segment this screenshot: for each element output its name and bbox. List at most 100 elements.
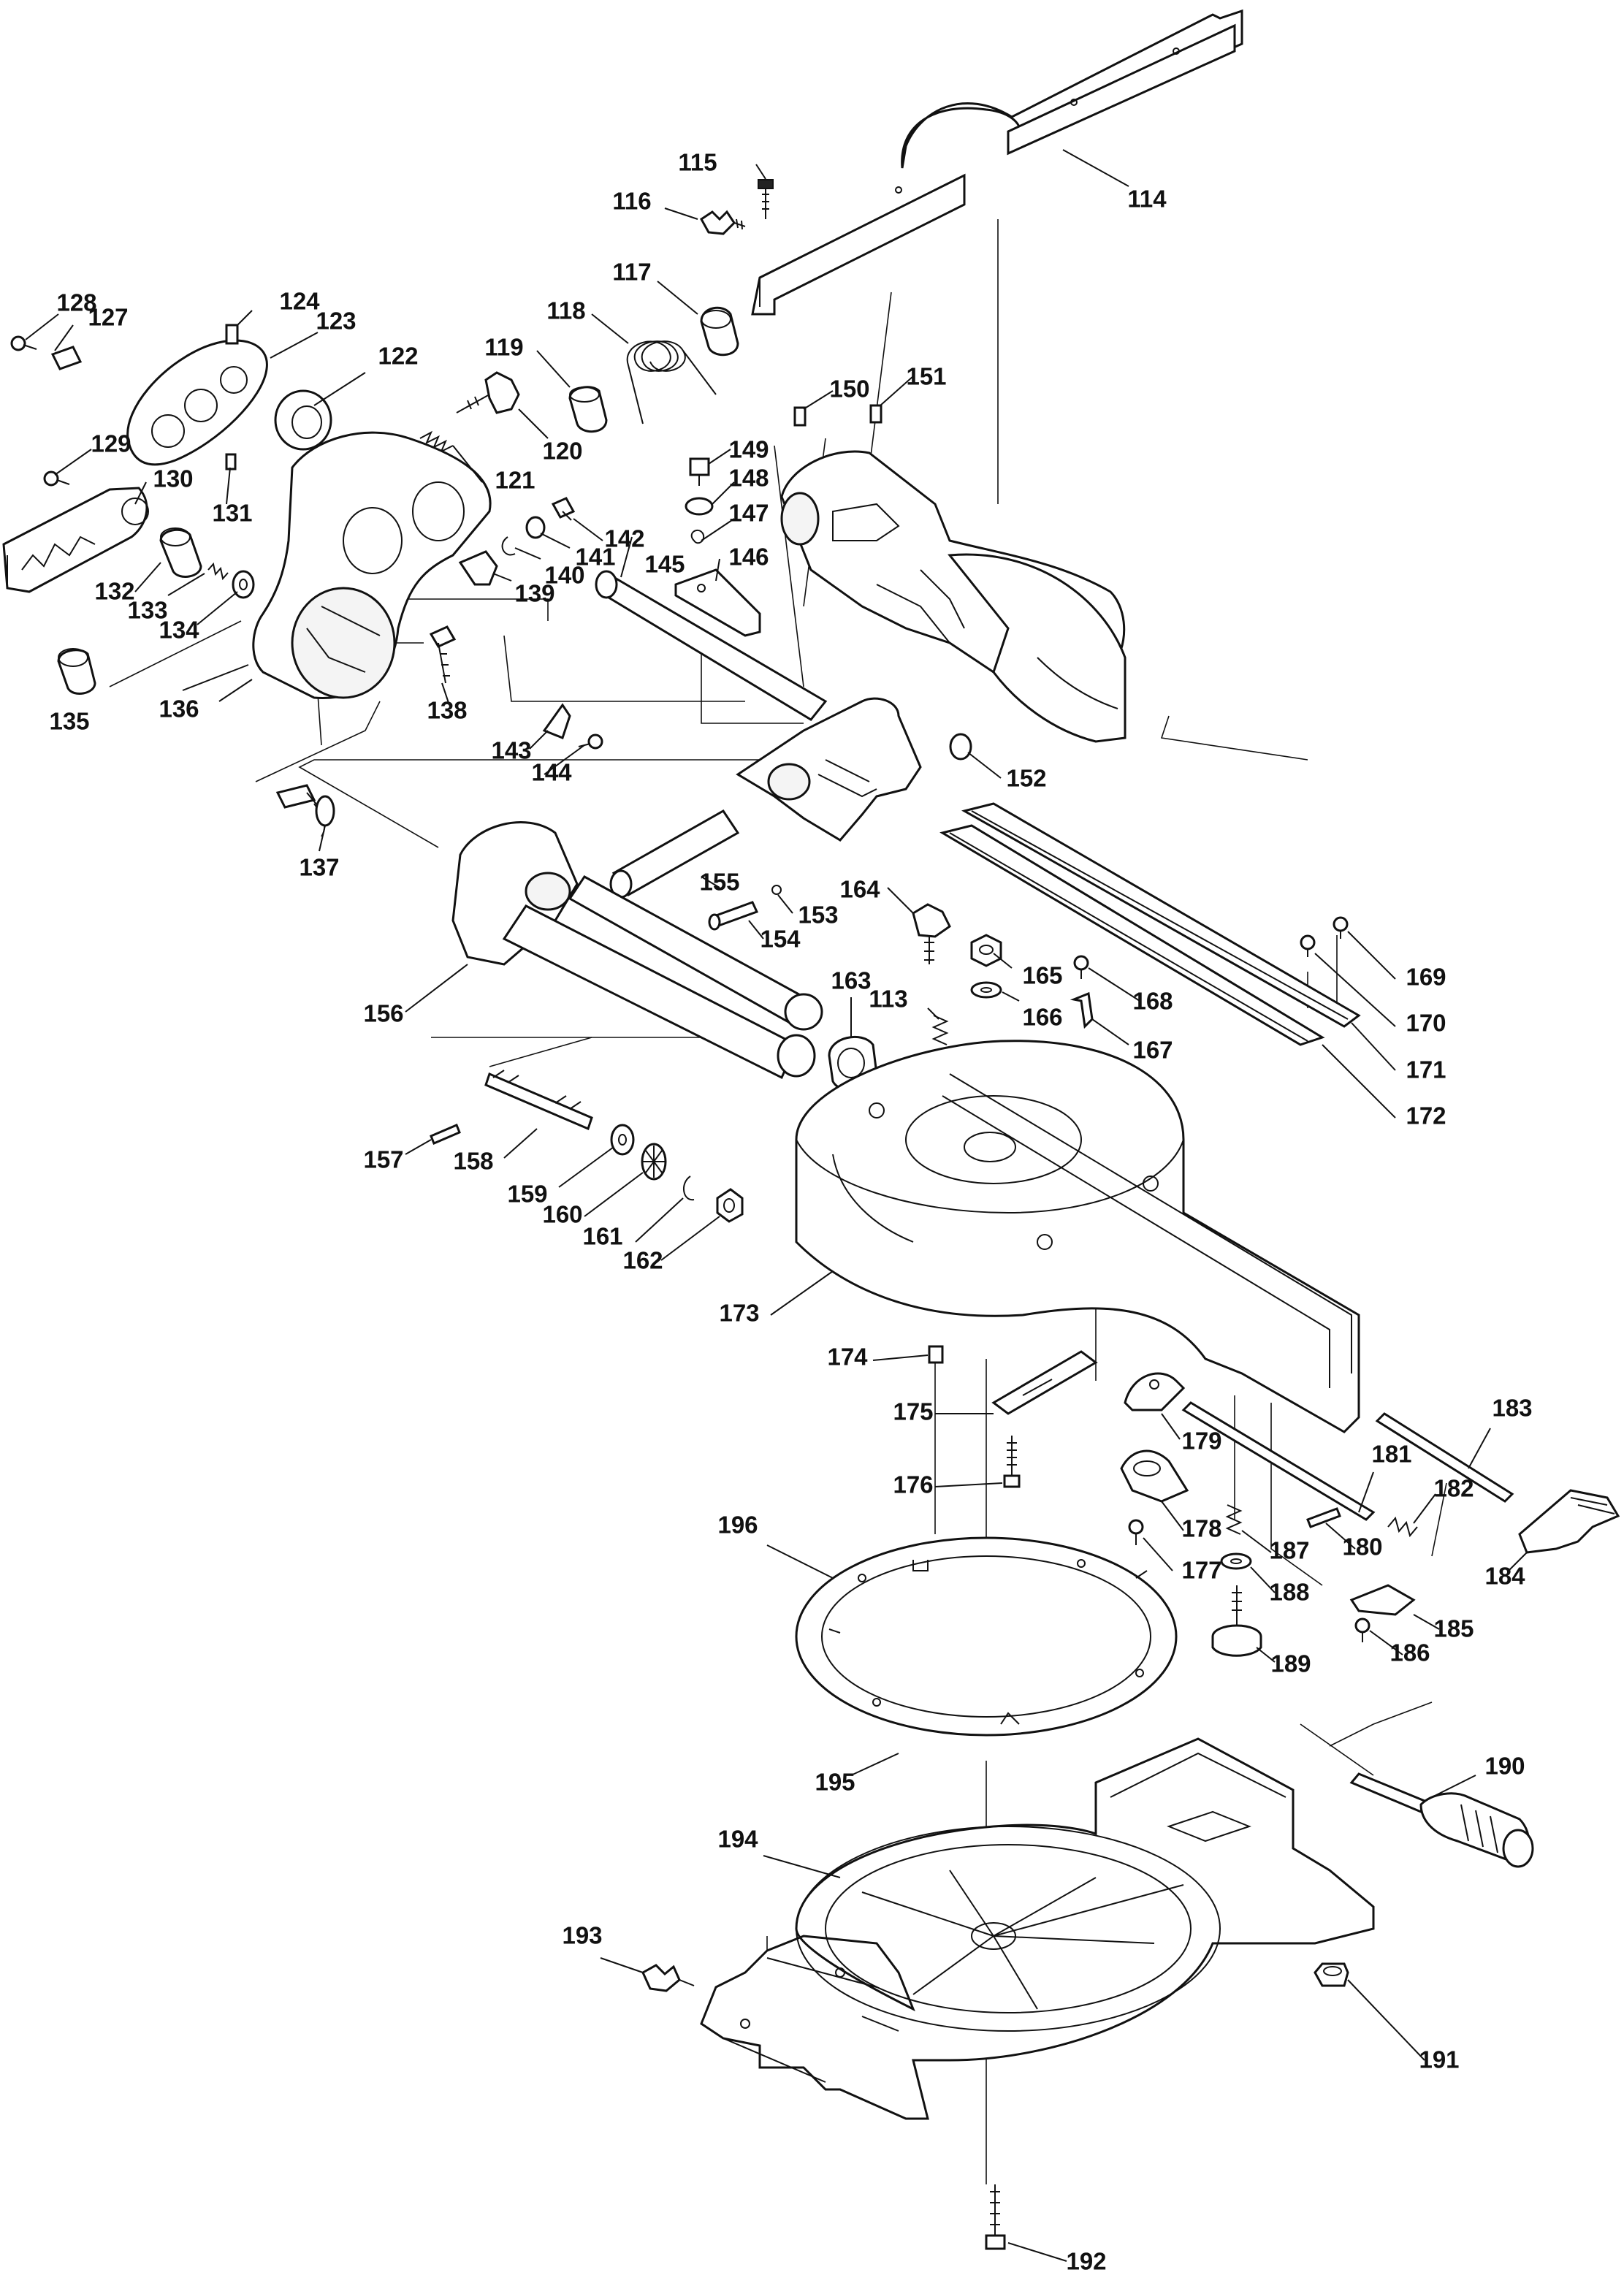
part-170-screw [1300, 934, 1316, 957]
label-129: 129 [91, 430, 131, 457]
part-113-spring [931, 1015, 949, 1045]
label-136: 136 [159, 696, 199, 723]
part-188-washer [1220, 1552, 1252, 1570]
label-153: 153 [798, 902, 838, 929]
part-134-washer [232, 570, 255, 599]
part-191-rubber-foot [1314, 1962, 1349, 1987]
label-160: 160 [542, 1201, 582, 1228]
label-163: 163 [831, 967, 871, 994]
label-184: 184 [1484, 1563, 1525, 1590]
label-158: 158 [453, 1148, 493, 1175]
label-116: 116 [612, 188, 651, 215]
label-127: 127 [88, 304, 128, 331]
part-171-rail [961, 802, 1361, 1028]
part-141-washer [525, 516, 546, 539]
part-117-sleeve [700, 306, 739, 357]
part-151-set-screw [869, 404, 882, 424]
label-162: 162 [622, 1247, 663, 1274]
part-127-clip [50, 346, 83, 370]
part-121-spring [419, 430, 454, 454]
part-168-screw [1073, 955, 1089, 979]
part-150-set-screw [793, 406, 807, 427]
part-132-sleeve [159, 527, 202, 578]
label-185: 185 [1433, 1615, 1474, 1642]
part-190-grip [1349, 1772, 1534, 1868]
label-156: 156 [363, 1000, 403, 1027]
part-147-ring [690, 529, 705, 544]
part-159-washer [610, 1124, 635, 1156]
part-164-knob-bolt [912, 903, 951, 964]
label-188: 188 [1269, 1579, 1309, 1606]
label-122: 122 [378, 343, 418, 370]
part-142-screw [551, 497, 576, 521]
part-labels: 114 115 116 117 118 119 120 121 122 123 … [49, 149, 1532, 2275]
part-130-handle [2, 487, 149, 593]
part-120-knob-bolt [456, 371, 520, 414]
part-166-washer [970, 981, 1002, 999]
leader-lines [25, 149, 1528, 2262]
part-162-nut [716, 1188, 744, 1223]
label-140: 140 [544, 562, 584, 589]
part-156-slide-arm [451, 821, 823, 1080]
part-138-bolt [429, 625, 457, 684]
part-143-plate [542, 703, 571, 739]
part-146-bracket [674, 568, 761, 637]
part-185-bracket [1349, 1584, 1416, 1616]
part-155-rod [609, 809, 740, 899]
upper-housing [780, 450, 1126, 743]
part-175-plate [991, 1350, 1098, 1415]
part-167-bracket [1070, 991, 1094, 1029]
label-131: 131 [212, 500, 252, 527]
part-129-screw [43, 470, 70, 487]
part-194-base [700, 1737, 1375, 2120]
label-165: 165 [1022, 962, 1062, 989]
part-178-bracket [1120, 1449, 1189, 1503]
part-183-rod [1375, 1412, 1514, 1503]
label-178: 178 [1181, 1515, 1221, 1542]
label-137: 137 [299, 854, 339, 881]
label-114: 114 [1127, 186, 1167, 213]
part-148-washer [685, 497, 714, 516]
label-152: 152 [1006, 765, 1046, 792]
label-179: 179 [1181, 1428, 1221, 1455]
part-133-spring [207, 562, 229, 581]
slide-bracket [736, 697, 922, 842]
label-151: 151 [906, 363, 946, 390]
label-174: 174 [827, 1344, 868, 1371]
label-172: 172 [1406, 1102, 1446, 1129]
part-124-set-screw [225, 324, 239, 345]
label-117: 117 [612, 259, 651, 286]
label-133: 133 [127, 597, 167, 624]
label-150: 150 [829, 376, 869, 403]
label-119: 119 [484, 334, 523, 361]
part-174-screw [928, 1345, 944, 1364]
part-123-cover [126, 339, 268, 466]
label-123: 123 [316, 308, 356, 335]
part-158-threaded-shaft [484, 1070, 593, 1131]
part-136-arm-housing [252, 431, 492, 699]
part-157-pin [430, 1124, 461, 1145]
label-159: 159 [507, 1181, 547, 1208]
label-121: 121 [495, 467, 535, 494]
label-124: 124 [279, 288, 320, 315]
label-141: 141 [575, 544, 615, 571]
label-113: 113 [869, 986, 907, 1013]
part-184-lever [1518, 1489, 1620, 1554]
label-118: 118 [546, 297, 585, 324]
label-115: 115 [678, 149, 717, 176]
label-142: 142 [604, 525, 644, 552]
part-135-sleeve [57, 648, 96, 695]
label-157: 157 [363, 1146, 403, 1173]
label-143: 143 [491, 737, 531, 764]
part-186-screw [1354, 1617, 1371, 1642]
part-154-pin [708, 901, 759, 931]
part-195-196-kerf-ring [795, 1536, 1178, 1737]
label-130: 130 [153, 465, 193, 492]
part-145-rod [595, 570, 828, 721]
label-154: 154 [760, 926, 801, 953]
label-182: 182 [1433, 1475, 1474, 1502]
label-171: 171 [1406, 1056, 1446, 1083]
part-172-rail [939, 824, 1325, 1046]
part-140-ring [501, 536, 516, 556]
